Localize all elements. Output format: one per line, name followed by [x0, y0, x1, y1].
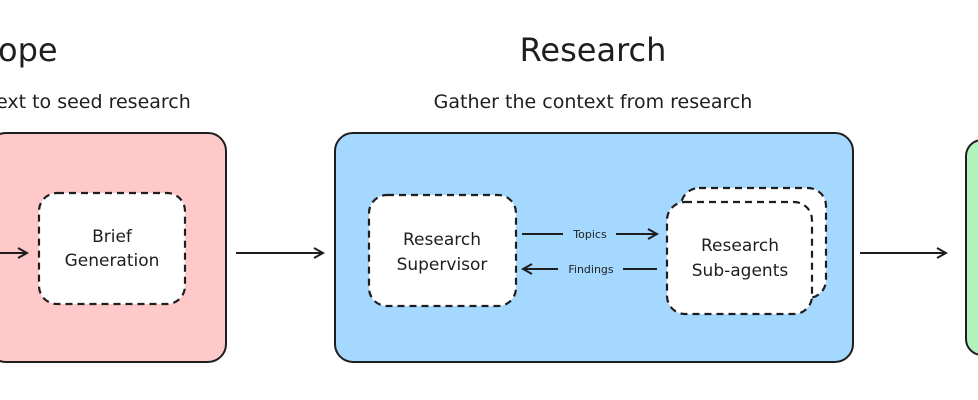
scope-stage-title: ope	[0, 31, 58, 69]
research-stage-title: Research	[520, 31, 667, 69]
research-supervisor-label-1: Research	[403, 230, 481, 250]
findings-edge-label: Findings	[568, 263, 614, 276]
scope-stage-subtitle: ext to seed research	[0, 91, 191, 113]
brief-generation-label-2: Generation	[65, 251, 160, 271]
topics-edge-label: Topics	[572, 228, 607, 241]
brief-generation-label-1: Brief	[92, 227, 133, 247]
research-subagents-node	[665, 200, 814, 316]
research-subagents-label-1: Research	[701, 236, 779, 256]
next-stage-box	[965, 139, 978, 356]
research-subagents-label-2: Sub-agents	[692, 261, 789, 281]
research-stage-subtitle: Gather the context from research	[434, 91, 753, 113]
brief-generation-node	[37, 191, 187, 306]
research-supervisor-node	[367, 193, 518, 308]
research-supervisor-label-2: Supervisor	[397, 255, 488, 275]
